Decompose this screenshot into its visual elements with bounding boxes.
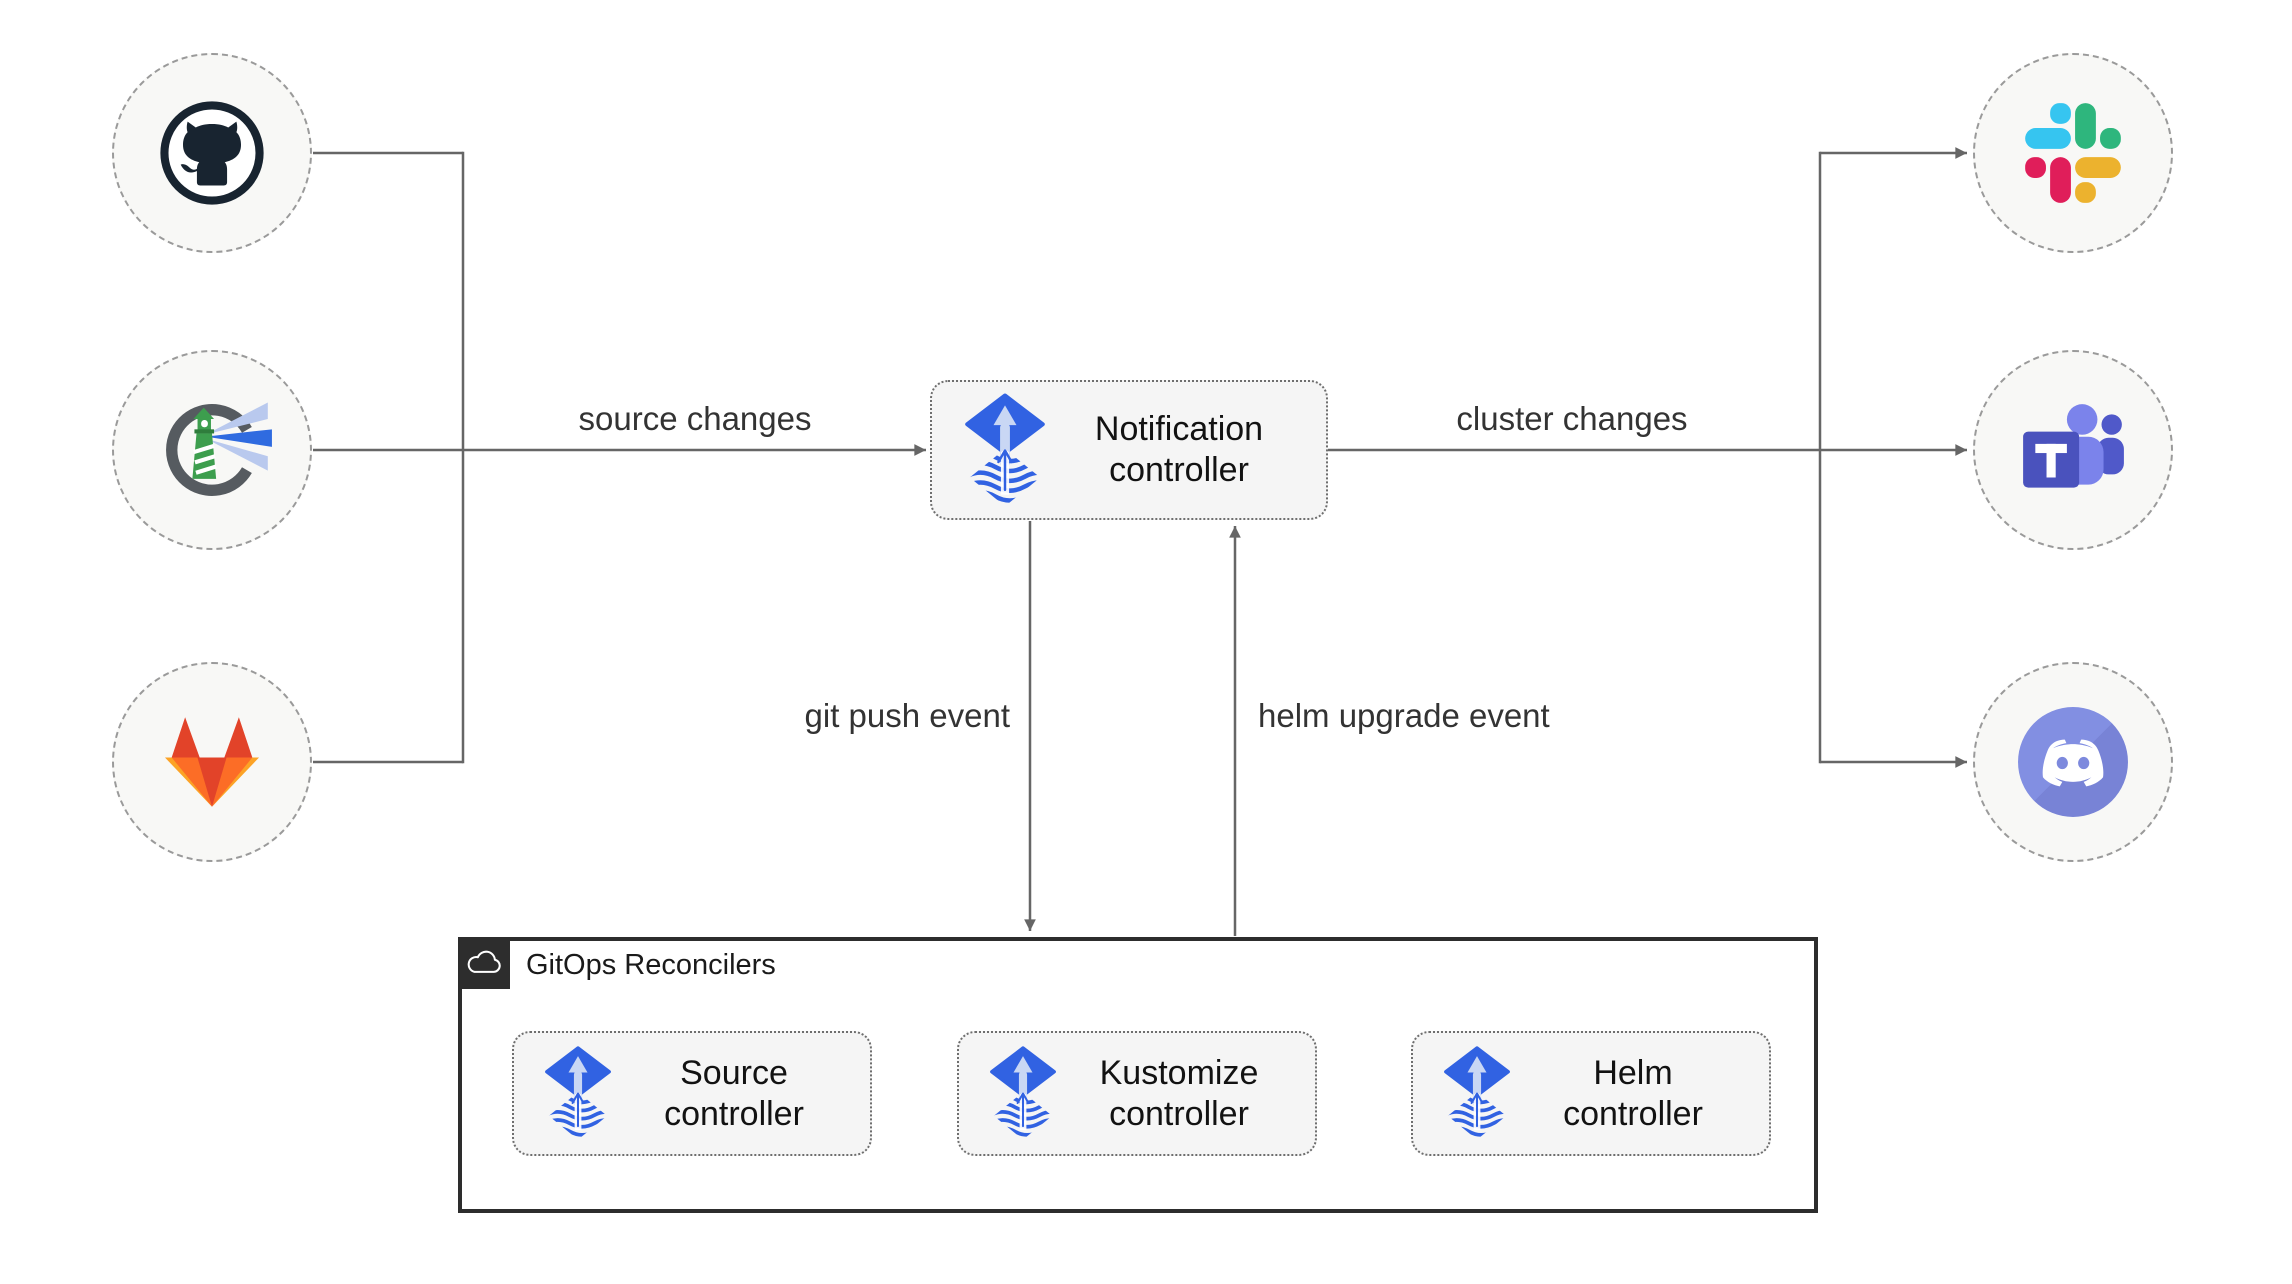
teams-icon (2023, 404, 2124, 488)
kustomize-controller-box: Kustomize controller (957, 1031, 1317, 1156)
kustomize-controller-label: Kustomize controller (1099, 1053, 1259, 1133)
slack-icon (2025, 103, 2121, 203)
cloud-icon (458, 937, 510, 989)
node-slack (1973, 53, 2173, 253)
flux-icon (989, 1046, 1057, 1141)
flux-icon (964, 393, 1046, 508)
node-harbor (112, 350, 312, 550)
label-git-push-event: git push event (804, 697, 1010, 734)
gitops-reconcilers-container: GitOps Reconcilers Source controller Kus… (458, 937, 1818, 1213)
harbor-icon (166, 402, 272, 496)
flux-icon (1443, 1046, 1511, 1141)
source-controller-box: Source controller (512, 1031, 872, 1156)
notification-controller-box: Notification controller (930, 380, 1328, 520)
source-controller-label: Source controller (664, 1053, 804, 1133)
discord-icon (2018, 707, 2128, 817)
helm-controller-box: Helm controller (1411, 1031, 1771, 1156)
label-helm-upgrade-event: helm upgrade event (1258, 697, 1550, 734)
node-discord (1973, 662, 2173, 862)
notification-controller-label: Notification controller (1094, 410, 1264, 489)
gitops-reconcilers-title: GitOps Reconcilers (526, 948, 776, 981)
label-cluster-changes: cluster changes (1456, 400, 1688, 437)
github-icon (160, 101, 264, 205)
node-github (112, 53, 312, 253)
gitlab-icon (164, 717, 260, 807)
flux-icon (544, 1046, 612, 1141)
label-source-changes: source changes (578, 400, 812, 437)
node-gitlab (112, 662, 312, 862)
node-teams (1973, 350, 2173, 550)
helm-controller-label: Helm controller (1563, 1053, 1703, 1133)
